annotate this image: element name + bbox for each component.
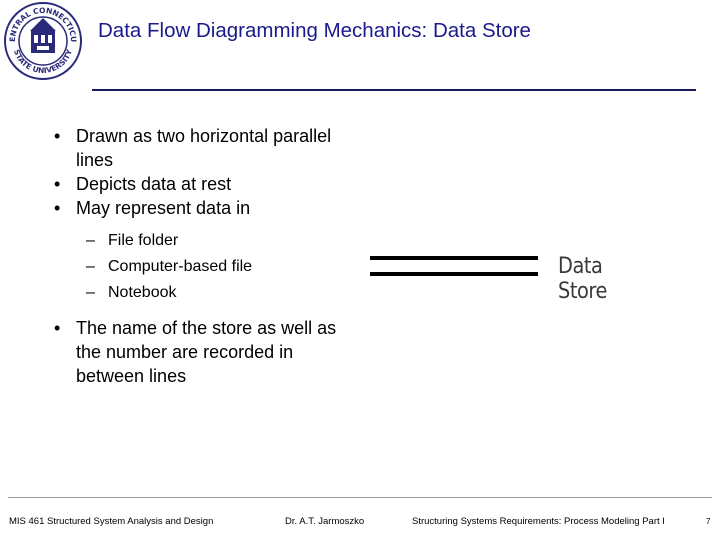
data-store-label: Data Store: [558, 254, 607, 304]
data-store-bottom-line: [370, 272, 538, 276]
bullet-list: • Drawn as two horizontal parallel lines…: [48, 124, 348, 388]
sub-bullet-text: File folder: [108, 232, 179, 249]
sub-bullet-text: Computer-based file: [108, 258, 253, 275]
bullet-marker: •: [54, 126, 61, 146]
sub-bullet-item: – File folder: [48, 228, 348, 254]
slide-title: Data Flow Diagramming Mechanics: Data St…: [98, 19, 531, 42]
footer-divider: [8, 497, 712, 498]
bullet-text: Depicts data at rest: [76, 174, 232, 194]
bullet-marker: •: [54, 318, 61, 338]
bullet-marker: •: [54, 174, 61, 194]
bullet-item: • May represent data in: [48, 196, 348, 220]
sub-bullet-text: Notebook: [108, 284, 177, 301]
page-number: 7: [706, 517, 711, 526]
bullet-item: • Depicts data at rest: [48, 172, 348, 196]
bullet-marker: •: [54, 198, 61, 218]
data-store-figure: Data Store: [370, 252, 670, 304]
sub-bullet-marker: –: [86, 258, 95, 275]
bullet-item: • Drawn as two horizontal parallel lines: [48, 124, 348, 172]
footer-topic: Structuring Systems Requirements: Proces…: [412, 516, 665, 527]
sub-bullet-marker: –: [86, 284, 95, 301]
data-store-top-line: [370, 256, 538, 260]
sub-bullet-item: – Notebook: [48, 280, 348, 306]
footer-author: Dr. A.T. Jarmoszko: [285, 516, 365, 527]
university-seal-icon: CENTRAL CONNECTICUT STATE UNIVERSITY: [0, 0, 83, 81]
bullet-text: The name of the store as well as the num…: [76, 318, 337, 386]
bullet-text: Drawn as two horizontal parallel lines: [76, 126, 332, 170]
title-divider: [92, 89, 696, 91]
sub-bullet-marker: –: [86, 232, 95, 249]
bullet-item: • The name of the store as well as the n…: [48, 316, 348, 388]
sub-bullet-item: – Computer-based file: [48, 254, 348, 280]
footer-course: MIS 461 Structured System Analysis and D…: [9, 516, 214, 527]
sub-bullet-list: – File folder – Computer-based file – No…: [48, 228, 348, 306]
bullet-text: May represent data in: [76, 198, 251, 218]
